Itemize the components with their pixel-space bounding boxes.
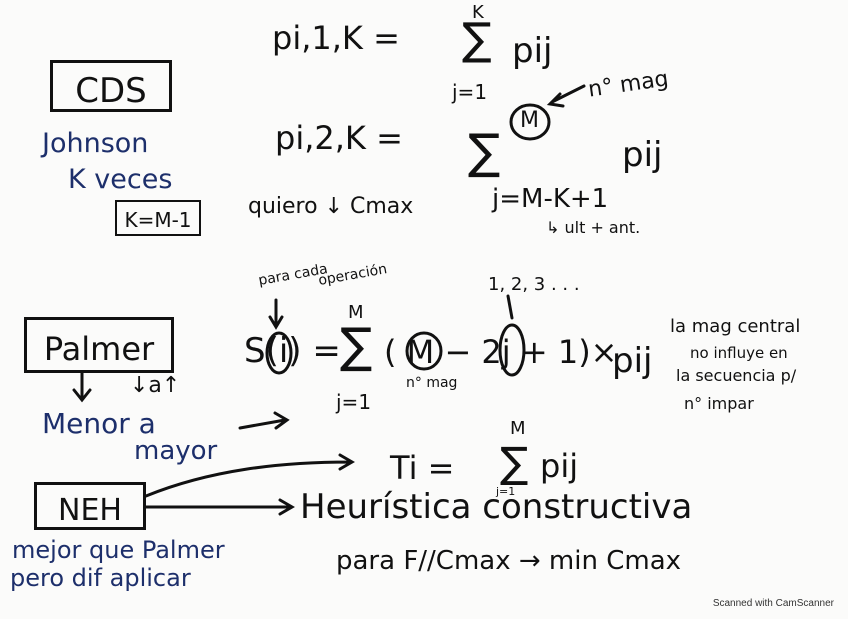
- f2-circle-m: M: [520, 108, 539, 133]
- f1-sigma: ∑: [462, 14, 492, 65]
- f1-lhs: pi,1,K =: [272, 19, 400, 57]
- f2-lhs: pi,2,K =: [275, 119, 403, 157]
- menor-a-text: Menor a: [42, 407, 156, 440]
- ti-sum-top: M: [510, 418, 526, 439]
- cds-box: CDS: [50, 60, 172, 112]
- s-formula-body: ( M − 2j + 1)×: [384, 333, 618, 371]
- f2-rhs: pij: [622, 135, 663, 175]
- s-sum-bottom: j=1: [336, 390, 372, 414]
- f1-rhs: pij: [512, 31, 553, 71]
- ult-ant-note: ↳ ult + ant.: [546, 218, 641, 237]
- scanner-footer: Scanned with CamScanner: [712, 598, 834, 609]
- f2-sum-bottom: j=M-K+1: [492, 184, 609, 214]
- secuencia-note: la secuencia p/: [676, 366, 797, 385]
- mayor-text: mayor: [134, 436, 218, 466]
- f1-sum-bottom: j=1: [452, 80, 488, 104]
- s-rhs: pij: [612, 341, 653, 381]
- ti-sigma: ∑: [500, 438, 529, 487]
- cds-label: CDS: [75, 71, 147, 111]
- down-ar-text: ↓a↑: [130, 373, 181, 398]
- f1-sum-top: K: [472, 2, 484, 23]
- heuristica-text: Heurística constructiva: [300, 487, 693, 527]
- s-formula-lhs: S(i) =: [244, 331, 341, 371]
- quiero-note: quiero ↓ Cmax: [248, 194, 414, 219]
- la-mag-note: la mag central: [670, 316, 801, 337]
- pero-note: pero dif aplicar: [10, 564, 191, 592]
- neh-box: NEH: [34, 482, 146, 530]
- k-formula: K=M-1: [124, 208, 192, 232]
- neh-label: NEH: [58, 493, 122, 528]
- ti-sum-bottom: j=1: [496, 485, 516, 498]
- palmer-box: Palmer: [24, 317, 174, 373]
- johnson-text: Johnson: [42, 128, 149, 159]
- n-impar-note: n° impar: [684, 394, 754, 413]
- s-sum-top: M: [348, 302, 364, 323]
- f2-sigma: ∑: [468, 124, 501, 180]
- s-sigma: ∑: [340, 318, 373, 374]
- no-influye-note: no influye en: [690, 344, 788, 362]
- palmer-label: Palmer: [43, 330, 155, 368]
- para-f-text: para F//Cmax → min Cmax: [336, 546, 682, 576]
- ti-rhs: pij: [540, 447, 579, 485]
- seq-note: 1, 2, 3 . . .: [488, 274, 580, 295]
- ti-lhs: Ti =: [390, 449, 455, 487]
- n-mag-note: n° mag: [406, 375, 458, 391]
- mejor-note: mejor que Palmer: [12, 536, 225, 564]
- k-formula-box: K=M-1: [115, 200, 201, 236]
- k-veces-text: K veces: [68, 164, 173, 195]
